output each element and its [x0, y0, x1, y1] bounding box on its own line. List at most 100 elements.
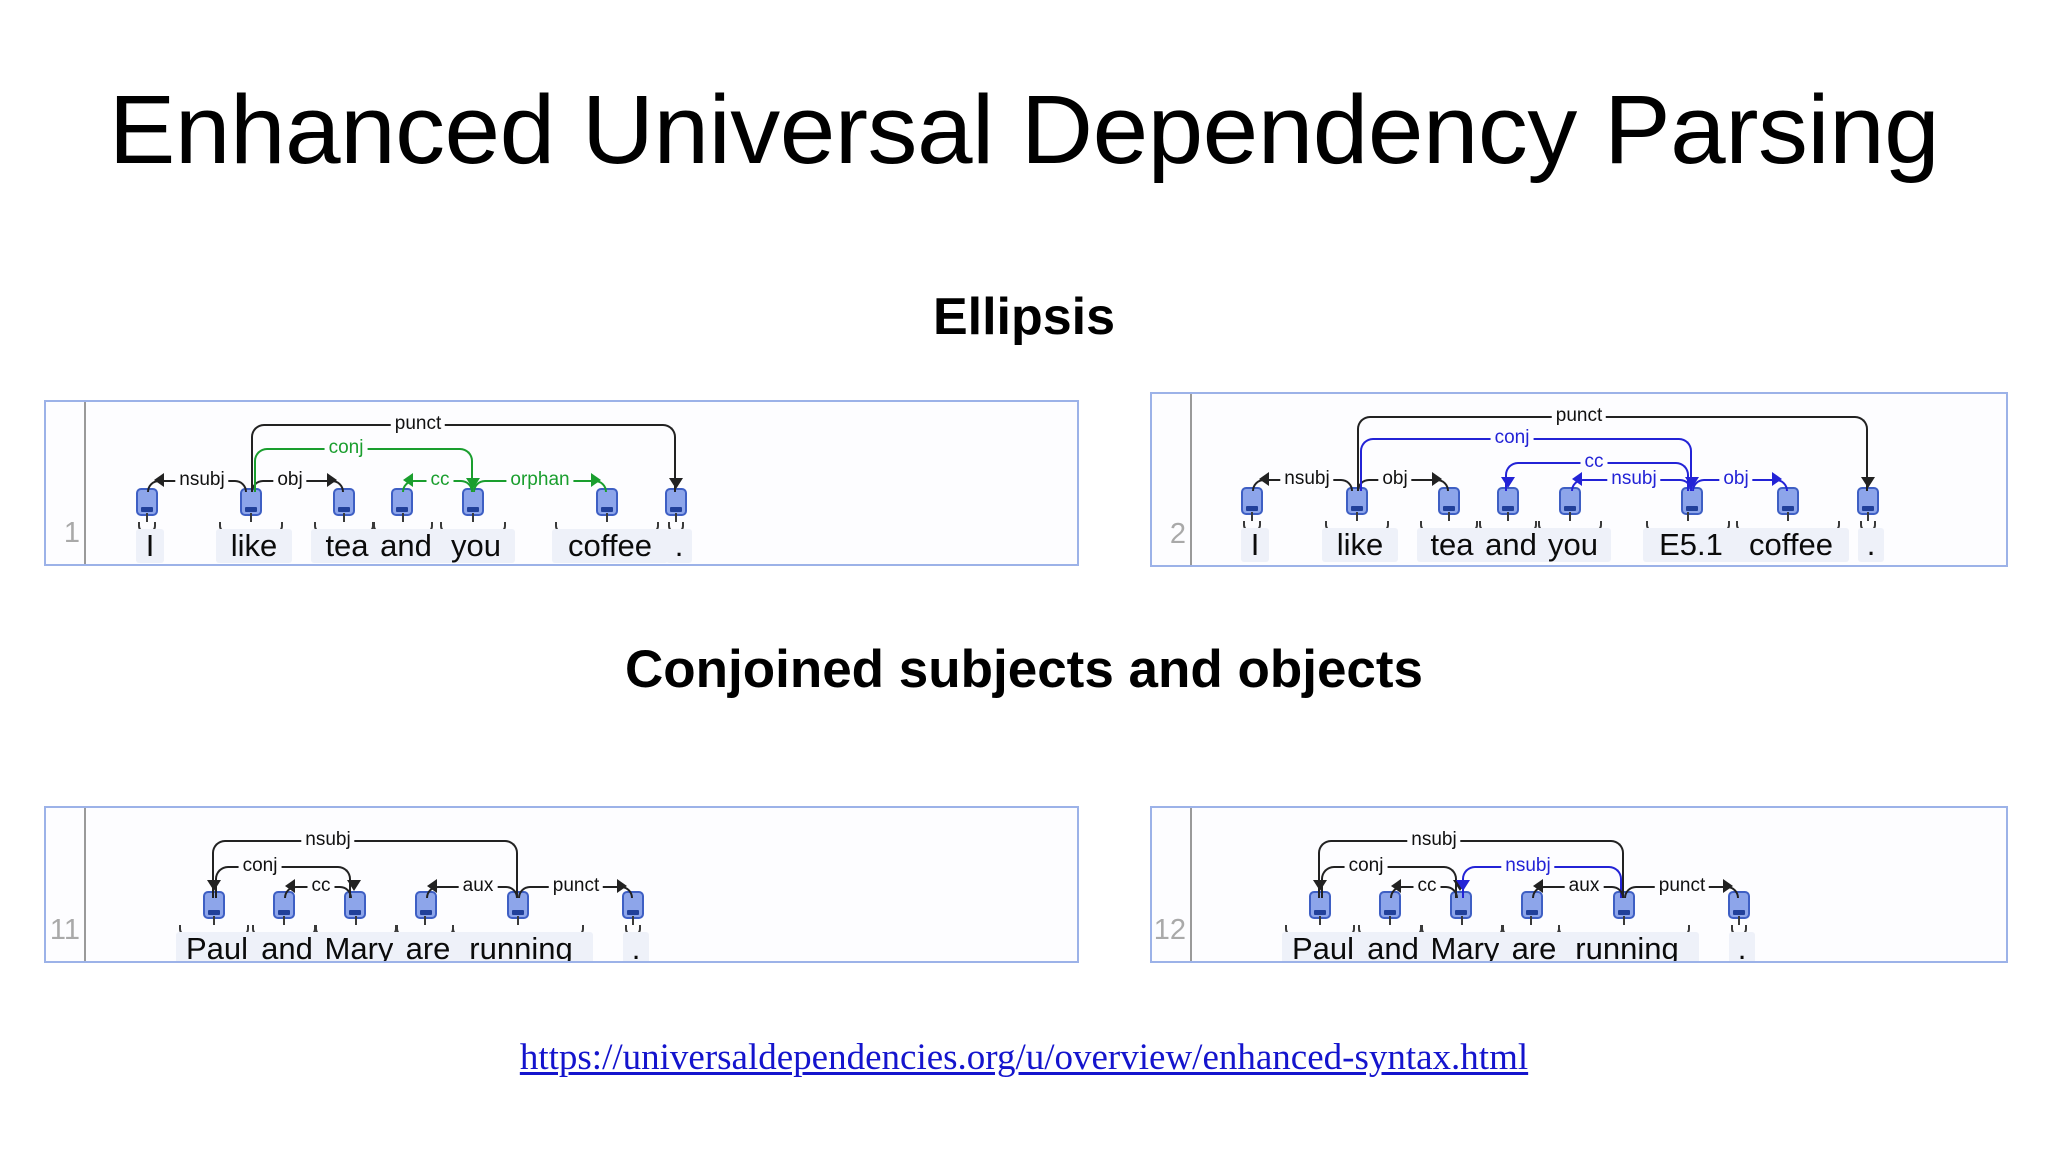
dependency-diagram-ellipsis-basic: 1 I like tea and you coffee . — [44, 400, 1079, 566]
arc-label: conj — [1490, 428, 1534, 448]
arc-label: punct — [1654, 876, 1710, 896]
arrowhead-right-icon — [591, 473, 601, 487]
arc-label: aux — [458, 876, 498, 896]
token-node[interactable] — [1438, 487, 1460, 515]
token-word: I — [136, 529, 164, 563]
arrowhead-down-icon — [1501, 477, 1515, 488]
token-word: E5.1 — [1643, 528, 1739, 562]
arrowhead-left-icon — [427, 879, 437, 893]
token-word: I — [1241, 528, 1269, 562]
row-number: 1 — [63, 517, 80, 549]
token-word: you — [437, 529, 515, 563]
token-word: coffee — [1733, 528, 1849, 562]
arc-label: cc — [1413, 876, 1441, 896]
dependency-diagram-ellipsis-enhanced: 2 I like tea and you E5.1 coffee — [1150, 392, 2008, 567]
token-node[interactable] — [507, 891, 529, 919]
arc-label: nsubj — [1501, 856, 1555, 876]
row-gutter — [1152, 394, 1192, 565]
arrowhead-left-icon — [285, 879, 295, 893]
arrowhead-right-icon — [617, 879, 627, 893]
arc-label: nsubj — [1280, 469, 1334, 489]
token-node[interactable] — [1497, 487, 1519, 515]
arrowhead-left-icon — [1533, 879, 1543, 893]
arc-label: obj — [273, 470, 307, 490]
dependency-diagram-conjoined-enhanced: 12 Paul and Mary are running . nsubj — [1150, 806, 2008, 963]
arrowhead-left-icon — [403, 473, 413, 487]
token-node[interactable] — [1521, 891, 1543, 919]
page-title: Enhanced Universal Dependency Parsing — [108, 75, 1940, 184]
section-heading-conjoined: Conjoined subjects and objects — [624, 640, 1424, 699]
source-url-container: https://universaldependencies.org/u/over… — [0, 1036, 2048, 1079]
token-node[interactable] — [1857, 487, 1879, 515]
arrowhead-down-icon — [1861, 477, 1875, 488]
arrowhead-left-icon — [1572, 472, 1582, 486]
arc-punct — [251, 424, 676, 492]
source-url-link[interactable]: https://universaldependencies.org/u/over… — [519, 1037, 1529, 1078]
arc-label: aux — [1564, 876, 1604, 896]
token-node[interactable] — [462, 488, 484, 516]
arc-label: punct — [548, 876, 604, 896]
token-word: like — [1322, 528, 1398, 562]
arc-label: obj — [1719, 469, 1753, 489]
token-node[interactable] — [1346, 487, 1368, 515]
token-node[interactable] — [1559, 487, 1581, 515]
token-word: and — [1476, 528, 1546, 562]
token-word: Paul — [176, 932, 258, 961]
arrowhead-left-icon — [1391, 879, 1401, 893]
token-node[interactable] — [1241, 487, 1263, 515]
diagram-canvas: I like tea and you E5.1 coffee . nsubj o… — [1194, 394, 2006, 565]
arrowhead-down-icon — [669, 478, 683, 489]
arrowhead-left-icon — [1259, 472, 1269, 486]
arrowhead-down-icon — [207, 880, 221, 891]
token-word: tea — [1417, 528, 1487, 562]
token-word: . — [623, 932, 649, 961]
section-heading-ellipsis: Ellipsis — [932, 288, 1116, 346]
diagram-canvas: Paul and Mary are running . nsubj conj c… — [1194, 808, 2006, 961]
token-word: you — [1535, 528, 1611, 562]
arrowhead-right-icon — [1723, 879, 1733, 893]
token-node[interactable] — [415, 891, 437, 919]
token-node[interactable] — [1777, 487, 1799, 515]
row-number: 11 — [49, 914, 80, 946]
arc-nsubj — [1318, 840, 1624, 898]
arrowhead-down-icon — [1456, 880, 1470, 891]
token-node[interactable] — [596, 488, 618, 516]
arc-label: cc — [307, 876, 335, 896]
token-word: running — [1555, 932, 1699, 961]
token-word: like — [216, 529, 292, 563]
row-gutter — [46, 402, 86, 564]
arc-label: obj — [1378, 469, 1412, 489]
row-number: 12 — [1153, 914, 1186, 946]
dependency-diagram-conjoined-basic: 11 Paul and Mary are running . nsubj — [44, 806, 1079, 963]
arc-label: cc — [426, 470, 454, 490]
arrowhead-down-icon — [1685, 477, 1699, 488]
token-node[interactable] — [665, 488, 687, 516]
arc-label: nsubj — [301, 830, 355, 850]
arc-label: nsubj — [1607, 469, 1661, 489]
arrowhead-right-icon — [327, 473, 337, 487]
arc-label: conj — [1344, 856, 1388, 876]
token-word: Paul — [1282, 932, 1364, 961]
token-word: Mary — [312, 932, 406, 961]
row-gutter — [1152, 808, 1192, 961]
token-word: . — [1858, 528, 1884, 562]
token-node[interactable] — [273, 891, 295, 919]
token-node[interactable] — [333, 488, 355, 516]
diagram-canvas: I like tea and you coffee . nsubj obj pu… — [88, 402, 1077, 564]
arc-label: punct — [1551, 406, 1607, 426]
arc-label: conj — [238, 856, 282, 876]
arrowhead-down-icon — [466, 478, 480, 489]
token-node[interactable] — [1681, 487, 1703, 515]
arrowhead-right-icon — [1432, 472, 1442, 486]
arrowhead-down-icon — [1313, 880, 1327, 891]
token-node[interactable] — [136, 488, 158, 516]
arc-label: punct — [390, 414, 446, 434]
token-word: and — [370, 529, 442, 563]
token-node[interactable] — [1728, 891, 1750, 919]
token-node[interactable] — [240, 488, 262, 516]
arc-label: conj — [324, 438, 368, 458]
arrowhead-right-icon — [1772, 472, 1782, 486]
token-node[interactable] — [391, 488, 413, 516]
arrowhead-down-icon — [347, 880, 361, 891]
